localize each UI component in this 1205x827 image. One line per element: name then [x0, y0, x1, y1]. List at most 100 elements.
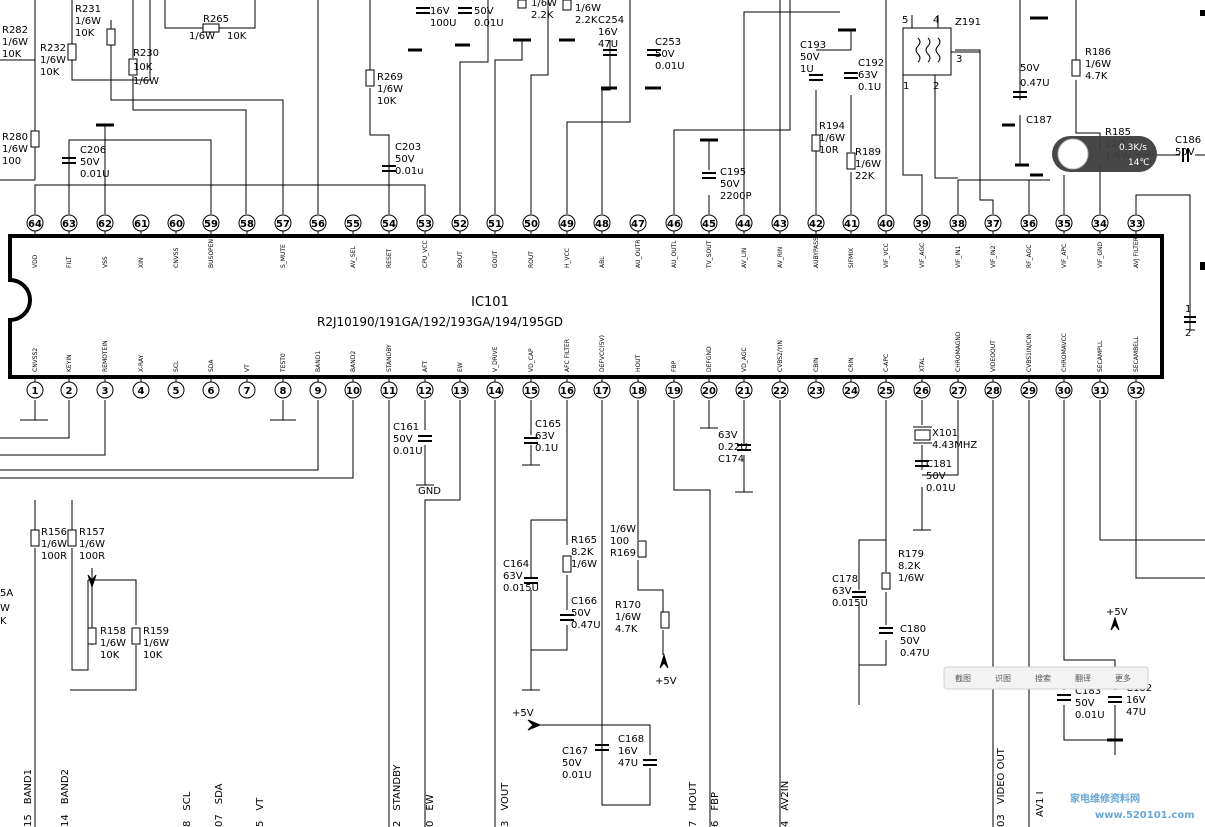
net-name: SDA — [214, 783, 225, 804]
pin-number: 51 — [488, 219, 502, 230]
toolbar-item[interactable]: 翻译 — [1075, 674, 1091, 683]
left-frag-2: W — [0, 603, 10, 614]
capacitors — [62, 7, 1196, 766]
toolbar-item[interactable]: 更多 — [1115, 673, 1131, 683]
pin-signal: VT — [244, 364, 251, 372]
component-c186-label: C186 — [1175, 135, 1201, 146]
pin-number: 55 — [346, 219, 360, 230]
pin-circle — [26, 214, 44, 232]
component-r269-label: R269 — [377, 72, 403, 83]
pin-number: 16 — [560, 386, 574, 397]
z-pin-2: 2 — [933, 81, 939, 92]
pin-number: 53 — [418, 219, 432, 230]
component-r159-label: 10K — [143, 650, 163, 661]
toolbar-item[interactable]: 识图 — [995, 674, 1011, 683]
component-r169-label: 1/6W — [610, 524, 636, 535]
component-c192-label: C192 — [858, 58, 884, 69]
pin-circle — [877, 381, 895, 399]
pin-number: 50 — [524, 219, 538, 230]
pin-signal: BAND2 — [350, 351, 357, 372]
pin-signal: CNVSS2 — [32, 348, 39, 372]
pin-signal: CVBS2/YIN — [777, 340, 784, 372]
pin-circle — [771, 214, 789, 232]
component-r156-label: 100R — [41, 551, 67, 562]
z191-wave-icon — [915, 37, 941, 63]
net-hout: 7HOUT — [688, 781, 699, 827]
pin-circle — [558, 214, 576, 232]
ground-symbols — [96, 16, 1123, 742]
pin-number: 62 — [98, 219, 112, 230]
component-x101-label: X101 — [932, 428, 958, 439]
component-c167-label: 50V — [562, 758, 582, 769]
component-c161-label: C161 — [393, 422, 419, 433]
top-pin-stubs — [34, 231, 1137, 236]
component-c183-label: C183 — [1075, 686, 1101, 697]
net-name: VIDEO OUT — [996, 747, 1007, 804]
pin-number: 5 — [173, 386, 180, 397]
component-c161-label: 50V — [393, 434, 413, 445]
toolbar-item[interactable]: 搜索 — [1035, 673, 1051, 683]
speed-overlay[interactable]: 0.3K/s 14℃ — [1052, 136, 1157, 172]
pin-number: 43 — [773, 219, 787, 230]
pin-circle — [1055, 381, 1073, 399]
component-r230-label: 1/6W — [133, 76, 159, 87]
pin-signal: V_DRIVE — [492, 346, 499, 372]
toolbar-item[interactable]: 截图 — [955, 673, 971, 683]
pin-signal: BOUT — [457, 251, 464, 268]
net-av1in: AV1 I — [1035, 791, 1046, 817]
pin-circle — [380, 214, 398, 232]
component-labels: R2311/6W10KR2321/6W10KR2821/6W10KR2801/6… — [2, 0, 1201, 781]
net-number: 6 — [710, 821, 721, 827]
pin-signal: VIDEOOUT — [990, 340, 997, 372]
component-r265-label: R265 — [203, 14, 229, 25]
ic-part: R2J10190/191GA/192/193GA/194/195GD — [317, 315, 563, 329]
component-c165-label: 0.1U — [535, 443, 558, 454]
pin-number: 23 — [809, 386, 823, 397]
crystal-x101 — [914, 429, 931, 441]
watermark-text: 家电维修资料网 — [1070, 792, 1140, 805]
component-r179-label: 8.2K — [898, 561, 921, 572]
component-r194-label: R194 — [819, 121, 845, 132]
component-c167-label: C167 — [562, 746, 588, 757]
pin-number: 37 — [986, 219, 1000, 230]
pin-signal: AFC FILTER — [564, 339, 571, 372]
pin-number: 8 — [280, 386, 287, 397]
crystal-plates — [913, 426, 932, 444]
component-r170-label: R170 — [615, 600, 641, 611]
pin-signal: CHROMAVCC — [1061, 333, 1068, 372]
pin-number: 7 — [244, 386, 251, 397]
net-number: 03 — [996, 814, 1007, 827]
component-c181-label: C181 — [926, 459, 952, 470]
component-r179-label: R179 — [898, 549, 924, 560]
right-pin-2: 2 — [1185, 328, 1191, 339]
component-r282-label: R282 — [2, 25, 28, 36]
component-c181-label: 0.01U — [926, 483, 956, 494]
pin-circle — [60, 381, 78, 399]
pin-circle — [807, 214, 825, 232]
component-c182-label: 47U — [1126, 707, 1146, 718]
pin-circle — [1020, 381, 1038, 399]
pin-circle — [984, 214, 1002, 232]
component-c254-label: 47U — [598, 39, 618, 50]
arrows — [87, 574, 1120, 731]
pin-circle — [913, 381, 931, 399]
pin-signal: CVBS1IN/CIN — [1026, 333, 1033, 372]
pin-signal: C-APC — [883, 354, 890, 372]
pin-number: 45 — [702, 219, 716, 230]
screen-toolbar[interactable]: 截图 识图 搜索 翻译 更多 — [943, 666, 1149, 690]
pin-number: 40 — [879, 219, 893, 230]
pin-circle — [700, 381, 718, 399]
component-c180-label: 50V — [900, 636, 920, 647]
component-r280-label: R280 — [2, 132, 28, 143]
net-fbp: 6FBP — [710, 792, 721, 827]
net-number: 4 — [780, 821, 791, 827]
pin-circle — [735, 214, 753, 232]
pin-signal: VIF_IN2 — [990, 245, 997, 268]
component-c195-label: C195 — [720, 167, 746, 178]
pin-signal: CBIN — [813, 357, 820, 372]
pin-signal: TV_SOUT — [706, 240, 713, 269]
pin-signal: VD_AGC — [741, 347, 748, 372]
net-name: BAND1 — [23, 769, 34, 804]
pin-number: 27 — [951, 386, 965, 397]
pin-number: 59 — [204, 219, 218, 230]
